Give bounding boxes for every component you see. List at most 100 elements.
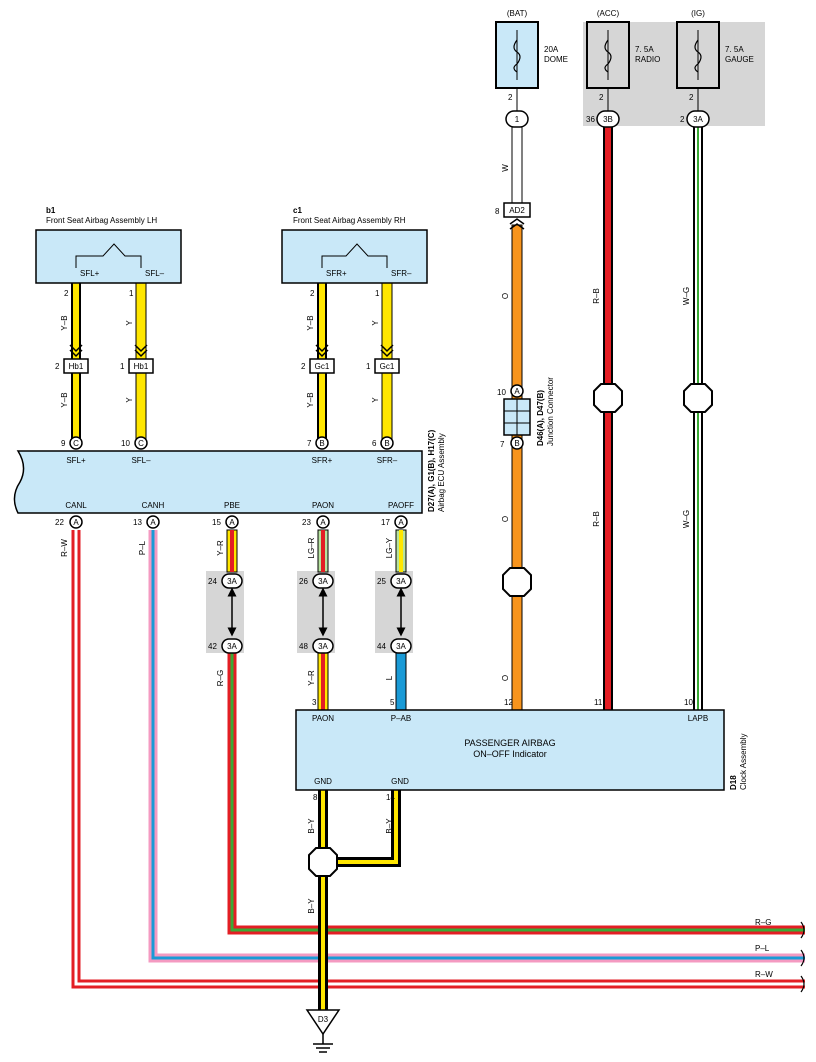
airbag-ecu: D27(A), G1(B), H17(C) Airbag ECU Assembl… bbox=[13, 429, 446, 529]
svg-text:23: 23 bbox=[302, 518, 311, 527]
svg-text:D18: D18 bbox=[729, 775, 738, 790]
splice-rb bbox=[593, 383, 623, 413]
svg-text:c1: c1 bbox=[293, 206, 302, 215]
svg-text:C: C bbox=[73, 439, 79, 448]
svg-text:3A: 3A bbox=[396, 642, 406, 651]
svg-text:O: O bbox=[501, 516, 510, 522]
svg-text:1: 1 bbox=[375, 289, 380, 298]
svg-text:W–G: W–G bbox=[682, 510, 691, 528]
svg-text:25: 25 bbox=[377, 577, 386, 586]
svg-text:A: A bbox=[320, 518, 326, 527]
svg-text:LAPB: LAPB bbox=[688, 714, 708, 723]
connector-26-48: 26 3A 48 3A bbox=[299, 573, 334, 654]
svg-text:8: 8 bbox=[495, 207, 500, 216]
svg-text:A: A bbox=[514, 387, 520, 396]
connector-hb1-b: 1 Hb1 bbox=[120, 344, 154, 374]
svg-text:7: 7 bbox=[500, 440, 505, 449]
svg-text:10: 10 bbox=[497, 388, 506, 397]
svg-text:A: A bbox=[150, 518, 156, 527]
svg-text:24: 24 bbox=[208, 577, 217, 586]
ecu-pin-pbe: PBE 15 A bbox=[212, 501, 240, 529]
svg-text:Y–B: Y–B bbox=[306, 315, 315, 330]
svg-text:15: 15 bbox=[212, 518, 221, 527]
svg-text:SFL+: SFL+ bbox=[80, 269, 100, 278]
svg-text:3A: 3A bbox=[693, 115, 703, 124]
ecu-pin-paon: PAON 23 A bbox=[302, 501, 334, 529]
svg-text:14: 14 bbox=[386, 793, 395, 802]
svg-text:GND: GND bbox=[391, 777, 409, 786]
svg-text:17: 17 bbox=[381, 518, 390, 527]
connector-1: 1 bbox=[505, 110, 529, 128]
ecu-pin-sfl-minus: 10 C SFL– bbox=[121, 436, 151, 465]
svg-text:Front Seat Airbag Assembly LH: Front Seat Airbag Assembly LH bbox=[46, 216, 157, 225]
svg-text:3A: 3A bbox=[227, 577, 237, 586]
svg-text:3B: 3B bbox=[603, 115, 613, 124]
svg-text:C: C bbox=[138, 439, 144, 448]
svg-text:2: 2 bbox=[599, 93, 604, 102]
wire-wg bbox=[693, 127, 703, 710]
svg-text:1: 1 bbox=[515, 115, 520, 124]
svg-text:R–W: R–W bbox=[755, 970, 773, 979]
ground-d3: D3 bbox=[305, 1009, 341, 1053]
svg-text:22: 22 bbox=[55, 518, 64, 527]
svg-text:P–L: P–L bbox=[138, 540, 147, 555]
svg-text:SFR+: SFR+ bbox=[326, 269, 347, 278]
svg-text:26: 26 bbox=[299, 577, 308, 586]
svg-text:AD2: AD2 bbox=[509, 206, 525, 215]
svg-text:Clock Assembly: Clock Assembly bbox=[739, 734, 748, 790]
wire-by bbox=[318, 790, 401, 1010]
svg-text:B–Y: B–Y bbox=[307, 818, 316, 834]
svg-text:7: 7 bbox=[307, 439, 312, 448]
svg-text:LG–Y: LG–Y bbox=[385, 537, 394, 558]
svg-text:B–Y: B–Y bbox=[307, 898, 316, 914]
connector-hb1-a: 2 Hb1 bbox=[55, 344, 89, 374]
wire-rw bbox=[71, 530, 805, 989]
svg-text:PAON: PAON bbox=[312, 714, 334, 723]
svg-text:1: 1 bbox=[366, 362, 371, 371]
splice-wg bbox=[683, 383, 713, 413]
svg-text:5: 5 bbox=[390, 698, 395, 707]
svg-text:A: A bbox=[229, 518, 235, 527]
svg-text:LG–R: LG–R bbox=[307, 537, 316, 558]
svg-text:GND: GND bbox=[314, 777, 332, 786]
svg-text:SFR–: SFR– bbox=[377, 456, 398, 465]
wire-w bbox=[511, 126, 523, 204]
svg-text:1: 1 bbox=[129, 289, 134, 298]
svg-text:P–AB: P–AB bbox=[391, 714, 411, 723]
svg-text:3A: 3A bbox=[318, 577, 328, 586]
ecu-pin-canh: CANH 13 A bbox=[133, 501, 165, 529]
svg-text:2: 2 bbox=[55, 362, 60, 371]
svg-text:B: B bbox=[384, 439, 389, 448]
svg-text:Y: Y bbox=[371, 397, 380, 403]
wire-pbe bbox=[226, 529, 805, 935]
wire-labels: W O O O R–B R–B W–G W–G Y–B Y Y–B Y Y–B … bbox=[60, 164, 773, 979]
svg-text:RADIO: RADIO bbox=[635, 55, 660, 64]
svg-text:B: B bbox=[514, 439, 519, 448]
svg-text:2: 2 bbox=[680, 115, 685, 124]
svg-text:A: A bbox=[398, 518, 404, 527]
connector-ad2: 8 AD2 bbox=[495, 202, 531, 230]
svg-text:10: 10 bbox=[684, 698, 693, 707]
svg-text:2: 2 bbox=[301, 362, 306, 371]
svg-text:42: 42 bbox=[208, 642, 217, 651]
svg-text:3A: 3A bbox=[318, 642, 328, 651]
ecu-pin-sfl-plus: 9 C SFL+ bbox=[61, 436, 86, 465]
svg-text:3A: 3A bbox=[396, 577, 406, 586]
svg-text:PBE: PBE bbox=[224, 501, 240, 510]
svg-text:B–Y: B–Y bbox=[385, 818, 394, 834]
connector-3b: 36 3B bbox=[586, 110, 620, 128]
ecu-pin-sfr-plus: 7 B SFR+ bbox=[307, 436, 333, 465]
svg-text:12: 12 bbox=[504, 698, 513, 707]
svg-text:DOME: DOME bbox=[544, 55, 568, 64]
svg-text:2: 2 bbox=[689, 93, 694, 102]
svg-text:SFR–: SFR– bbox=[391, 269, 412, 278]
svg-text:R–G: R–G bbox=[216, 670, 225, 686]
svg-text:Y: Y bbox=[371, 320, 380, 326]
junction-connector: 10 A 7 B D46(A), D47(B) Junction Connect… bbox=[497, 377, 555, 450]
svg-text:B: B bbox=[319, 439, 324, 448]
svg-text:Y: Y bbox=[125, 397, 134, 403]
svg-text:9: 9 bbox=[61, 439, 66, 448]
svg-text:Front Seat Airbag Assembly RH: Front Seat Airbag Assembly RH bbox=[293, 216, 406, 225]
svg-text:R–B: R–B bbox=[592, 511, 601, 527]
svg-text:13: 13 bbox=[133, 518, 142, 527]
